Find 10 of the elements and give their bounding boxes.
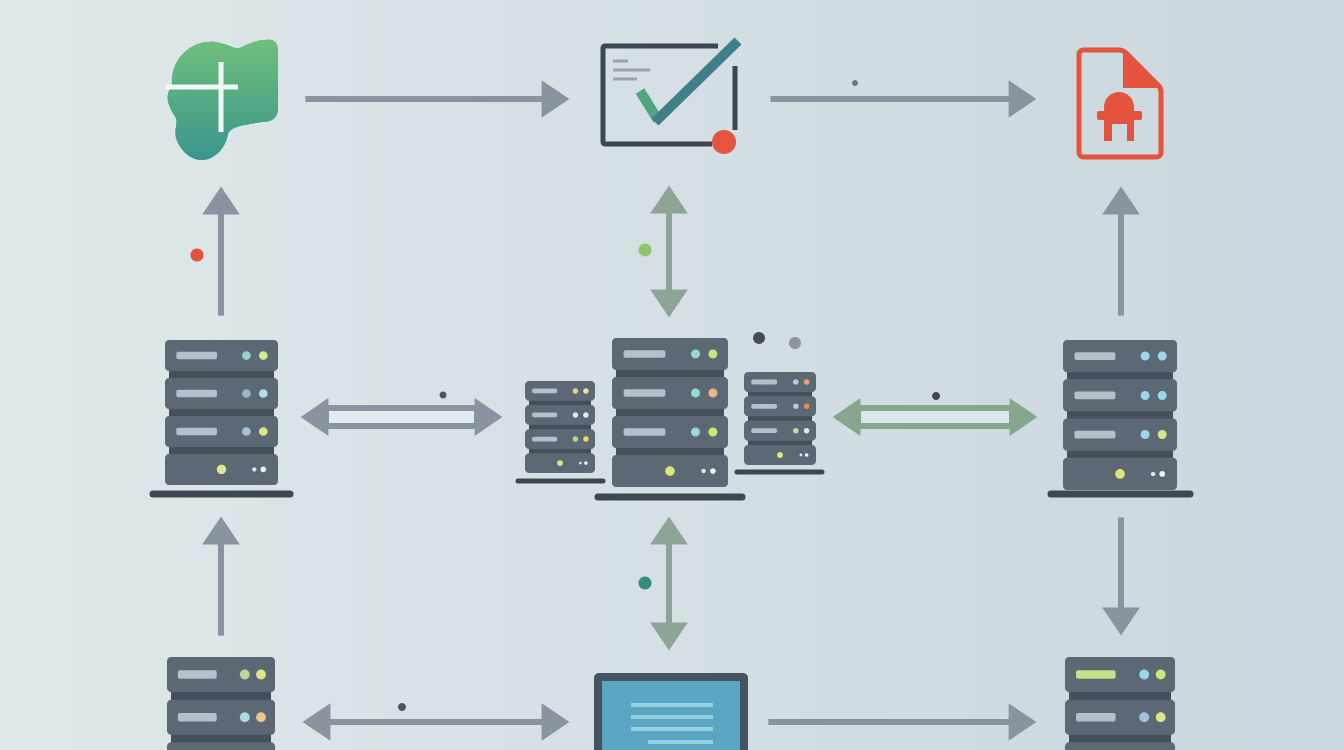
server-icon xyxy=(149,340,294,498)
server-icon xyxy=(1047,340,1194,498)
server-icon xyxy=(734,372,825,475)
document-icon xyxy=(1076,47,1164,160)
monitor-icon xyxy=(594,673,748,750)
server-icon xyxy=(515,381,606,484)
server-icon xyxy=(1065,657,1175,750)
checkmark-icon xyxy=(600,37,742,154)
server-icon xyxy=(167,657,275,750)
server-icon xyxy=(594,338,746,501)
